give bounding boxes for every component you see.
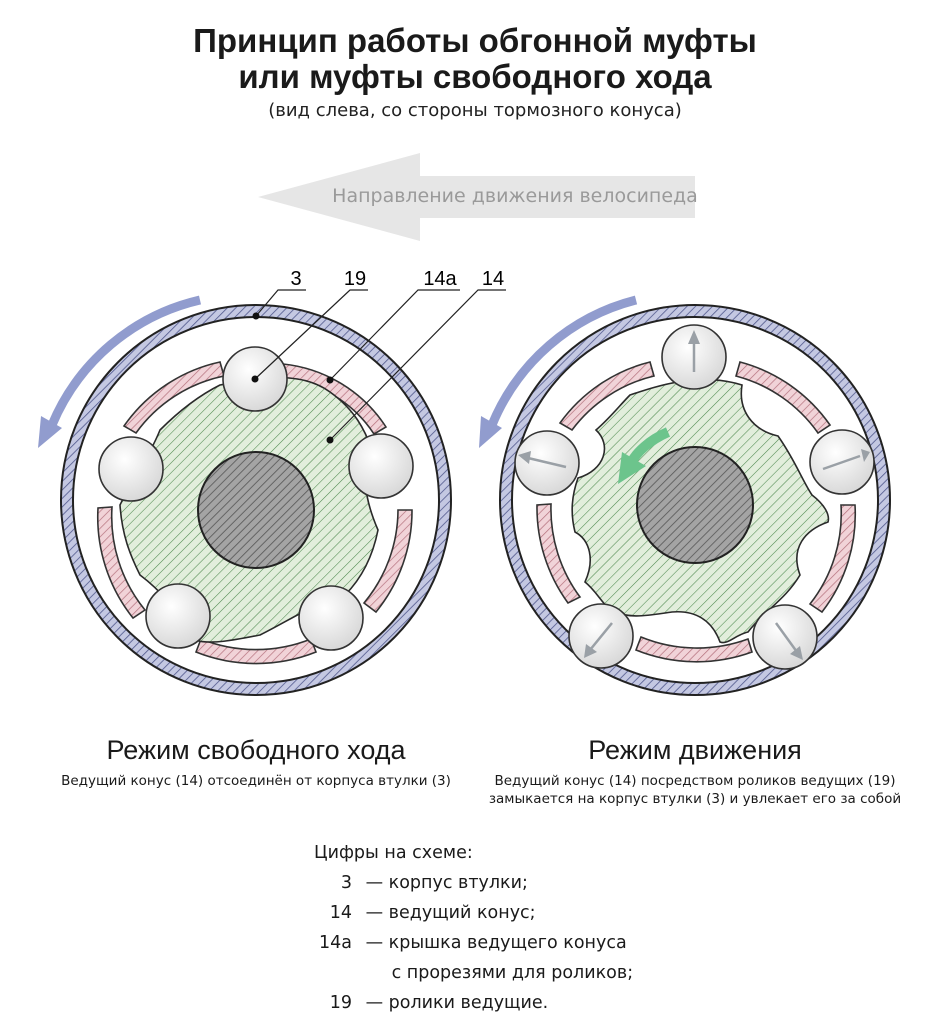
legend-item: 3 — корпус втулки; [300, 868, 528, 898]
freewheel-mode-title: Режим свободного хода [106, 735, 406, 765]
diagram-title-line2: или муфты свободного хода [238, 58, 712, 95]
legend-text: — ролики ведущие. [365, 993, 549, 1013]
rotation-arrowhead-right [479, 416, 502, 448]
direction-label: Направление движения велосипеда [332, 185, 698, 207]
legend-item: 14 — ведущий конус; [300, 898, 536, 928]
rotation-arrowhead-left [38, 416, 62, 448]
callout-label: 14а [423, 268, 457, 290]
diagram-title-line1: Принцип работы обгонной муфты [193, 22, 757, 59]
roller [98, 436, 164, 502]
clutch-freewheel-mode: 3 19 14а 14 [38, 268, 506, 696]
axle [197, 451, 315, 569]
callout-lines [254, 289, 506, 441]
rotation-arrow-left [47, 295, 202, 427]
roller [348, 433, 414, 499]
callout-label: 14 [482, 268, 504, 290]
callout-label: 19 [344, 268, 366, 290]
legend-text: — корпус втулки; [365, 873, 528, 893]
legend-text: с прорезями для роликов; [391, 963, 634, 983]
cone-rotation-arrowhead [618, 452, 646, 484]
legend-item: 14а — крышка ведущего конуса [300, 928, 627, 958]
legend-text: — ведущий конус; [365, 903, 536, 923]
direction-arrow [258, 153, 695, 241]
freewheel-mode-description: Ведущий конус (14) отсоединён от корпуса… [61, 773, 451, 789]
clutch-drive-mode [479, 295, 891, 696]
legend-item: с прорезями для роликов; [300, 958, 634, 988]
legend-item: 19 — ролики ведущие. [300, 988, 549, 1018]
drive-mode-description-line2: замыкается на корпус втулки (3) и увлека… [488, 791, 902, 807]
drive-mode-description-line1: Ведущий конус (14) посредством роликов в… [494, 773, 896, 789]
legend-number: 14а [319, 933, 352, 953]
legend-number: 3 [340, 873, 352, 893]
legend-text: — крышка ведущего конуса [365, 933, 627, 953]
cone-cover-slots [536, 361, 857, 663]
roller-force-arrows [518, 330, 870, 660]
axle [636, 446, 754, 564]
drive-mode-title: Режим движения [588, 735, 802, 765]
roller [145, 583, 211, 649]
callout-label: 3 [290, 268, 301, 290]
legend-number: 19 [329, 993, 352, 1013]
legend-title: Цифры на схеме: [314, 843, 473, 863]
diagram-subtitle: (вид слева, со стороны тормозного конуса… [268, 100, 682, 121]
roller [298, 585, 364, 651]
rotation-arrow-right [487, 295, 638, 427]
legend-number: 14 [329, 903, 352, 923]
